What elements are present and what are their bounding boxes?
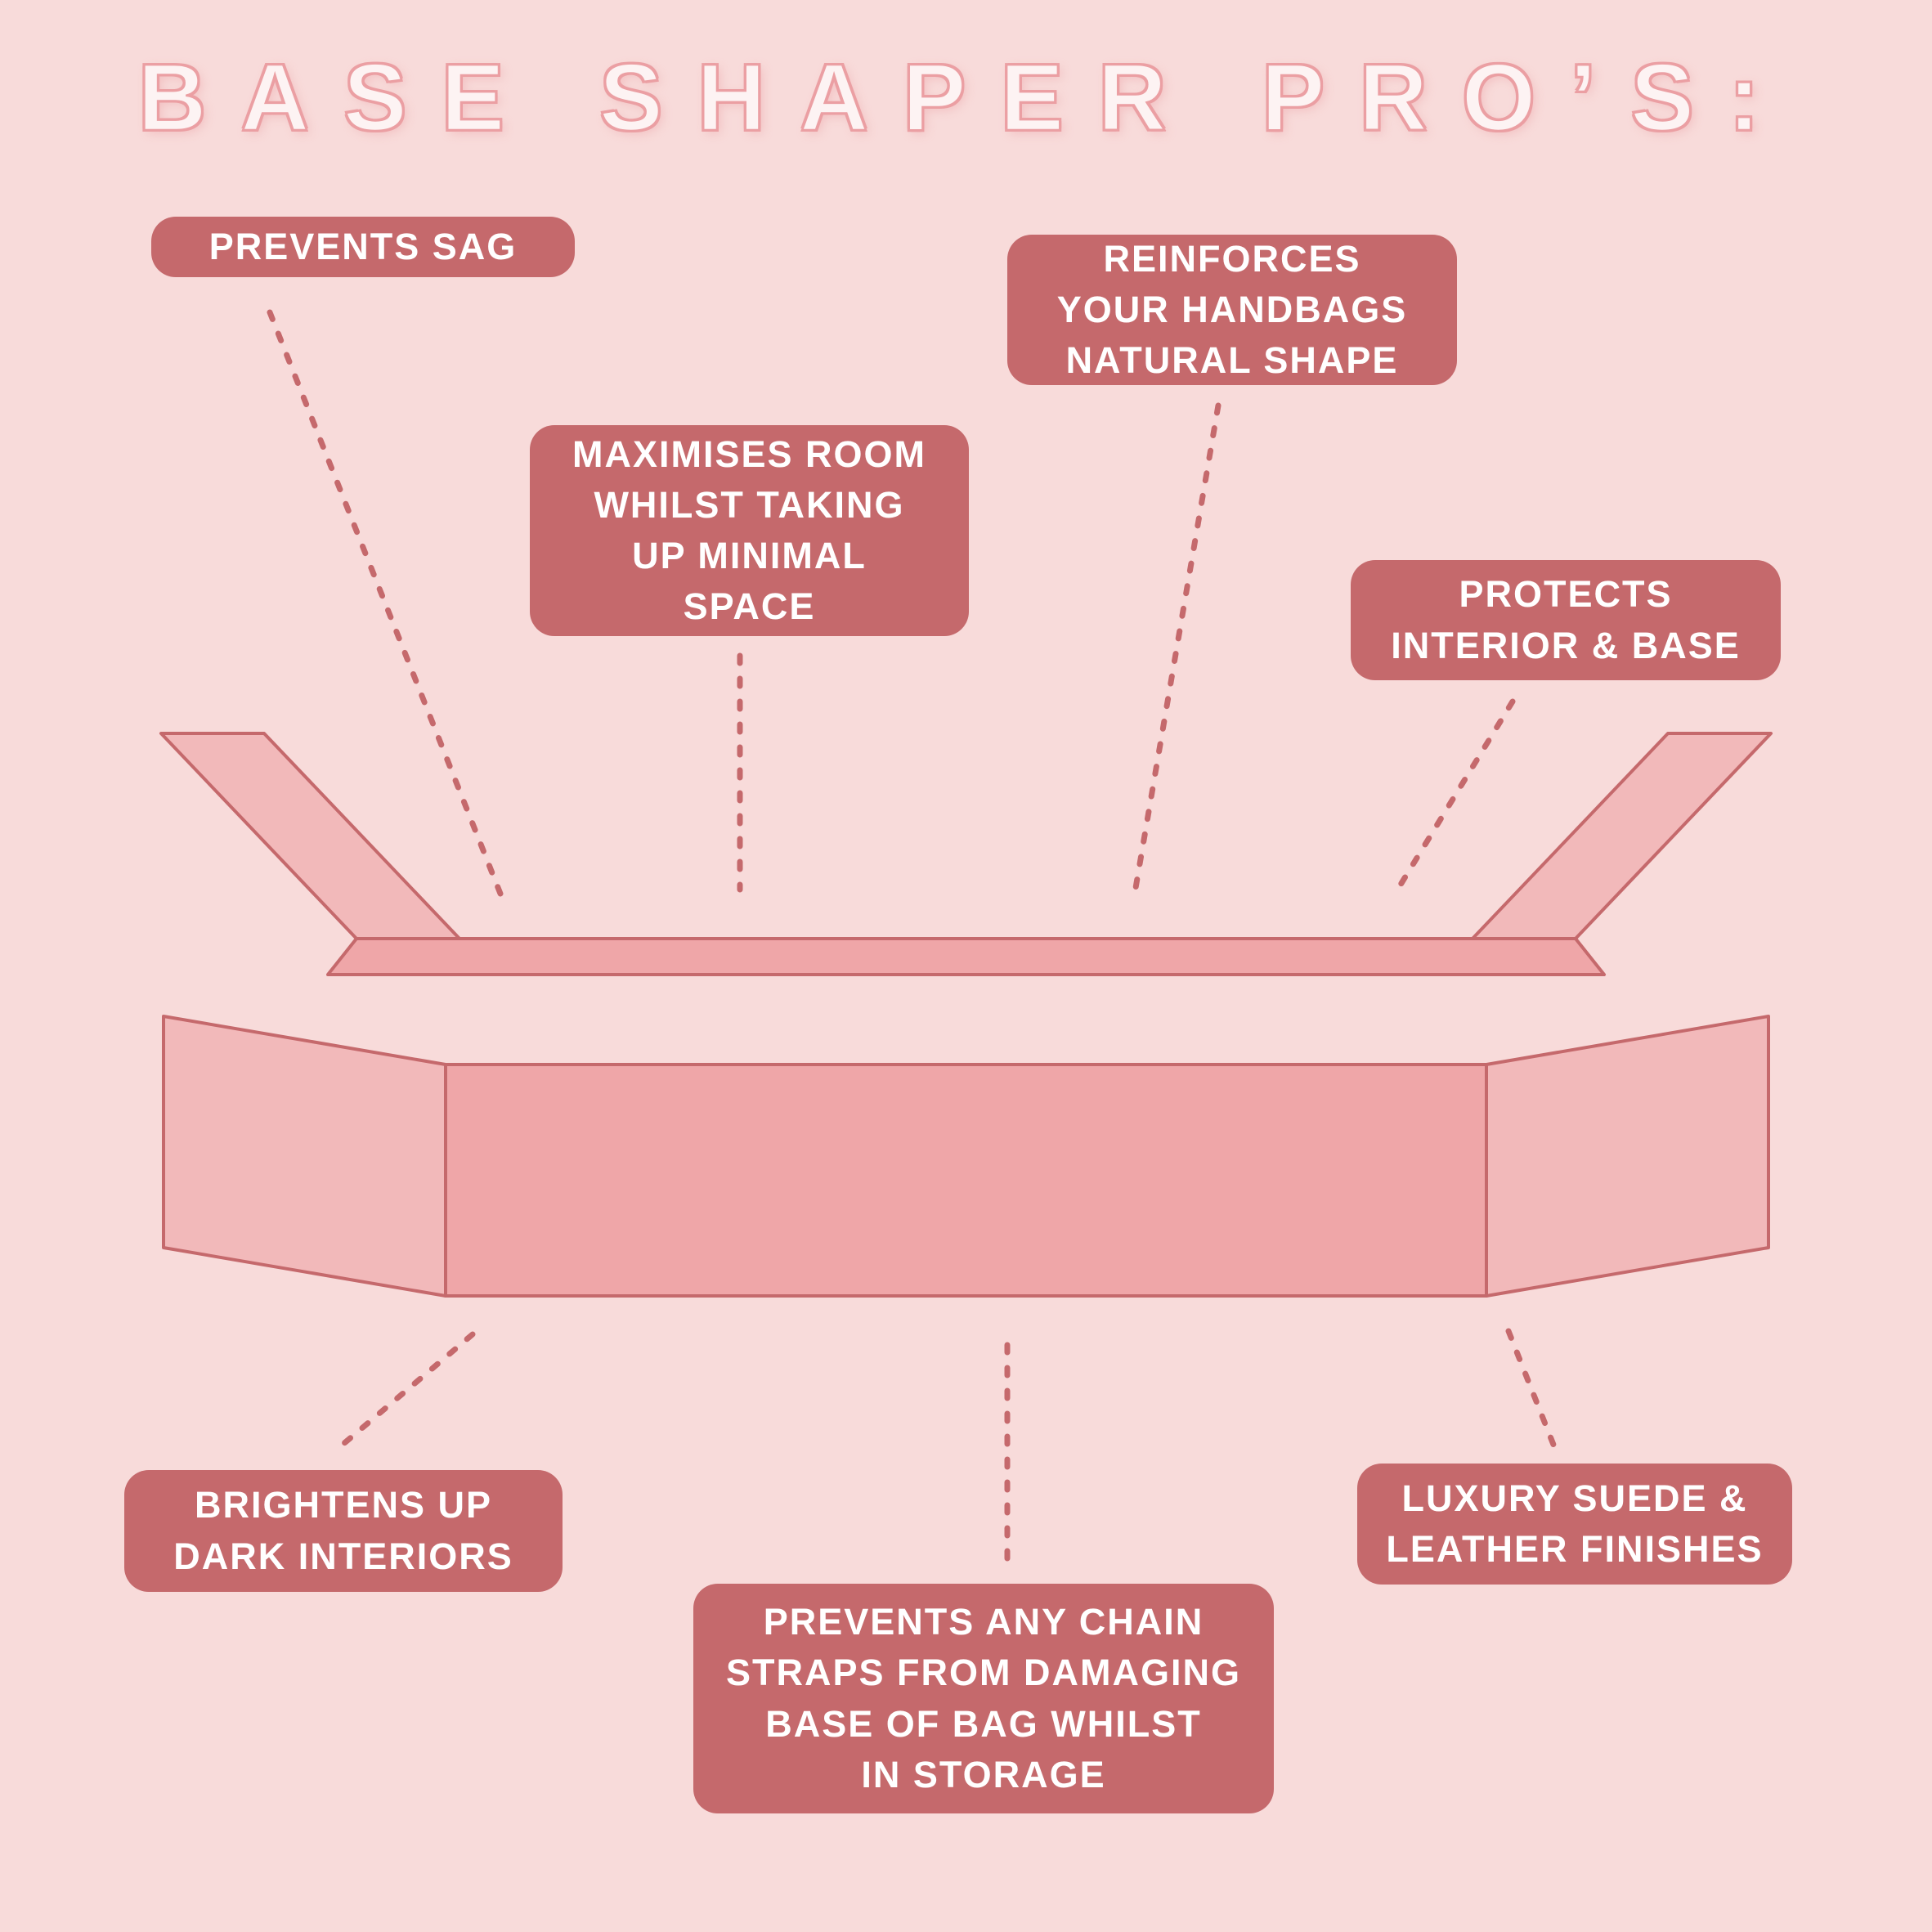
base-right-flap — [1485, 1015, 1770, 1298]
callout-brightens-interiors: BRIGHTENS UP DARK INTERIORS — [124, 1470, 563, 1592]
page-title: BASE SHAPER PRO’S: — [137, 43, 1795, 152]
callout-prevents-chain-damage: PREVENTS ANY CHAIN STRAPS FROM DAMAGING … — [693, 1584, 1274, 1813]
callout-protects-interior: PROTECTS INTERIOR & BASE — [1351, 560, 1781, 680]
base-left-flap — [162, 1015, 447, 1298]
top-shaper-left-wing — [159, 732, 461, 940]
callout-maximises-room: MAXIMISES ROOM WHILST TAKING UP MINIMAL … — [530, 425, 969, 636]
callout-prevents-sag: PREVENTS SAG — [151, 217, 575, 277]
top-shaper-right-wing — [1471, 732, 1773, 940]
base-center-panel — [444, 1063, 1488, 1298]
top-shaper-bar — [326, 937, 1606, 976]
callout-reinforces-shape: REINFORCES YOUR HANDBAGS NATURAL SHAPE — [1007, 235, 1457, 385]
callout-luxury-finishes: LUXURY SUEDE & LEATHER FINISHES — [1357, 1464, 1792, 1585]
connector-protects-interior — [1397, 698, 1516, 888]
connector-reinforces-shape — [1132, 402, 1222, 891]
connector-luxury-finishes — [1505, 1328, 1558, 1452]
connector-brightens-interiors — [340, 1331, 476, 1447]
